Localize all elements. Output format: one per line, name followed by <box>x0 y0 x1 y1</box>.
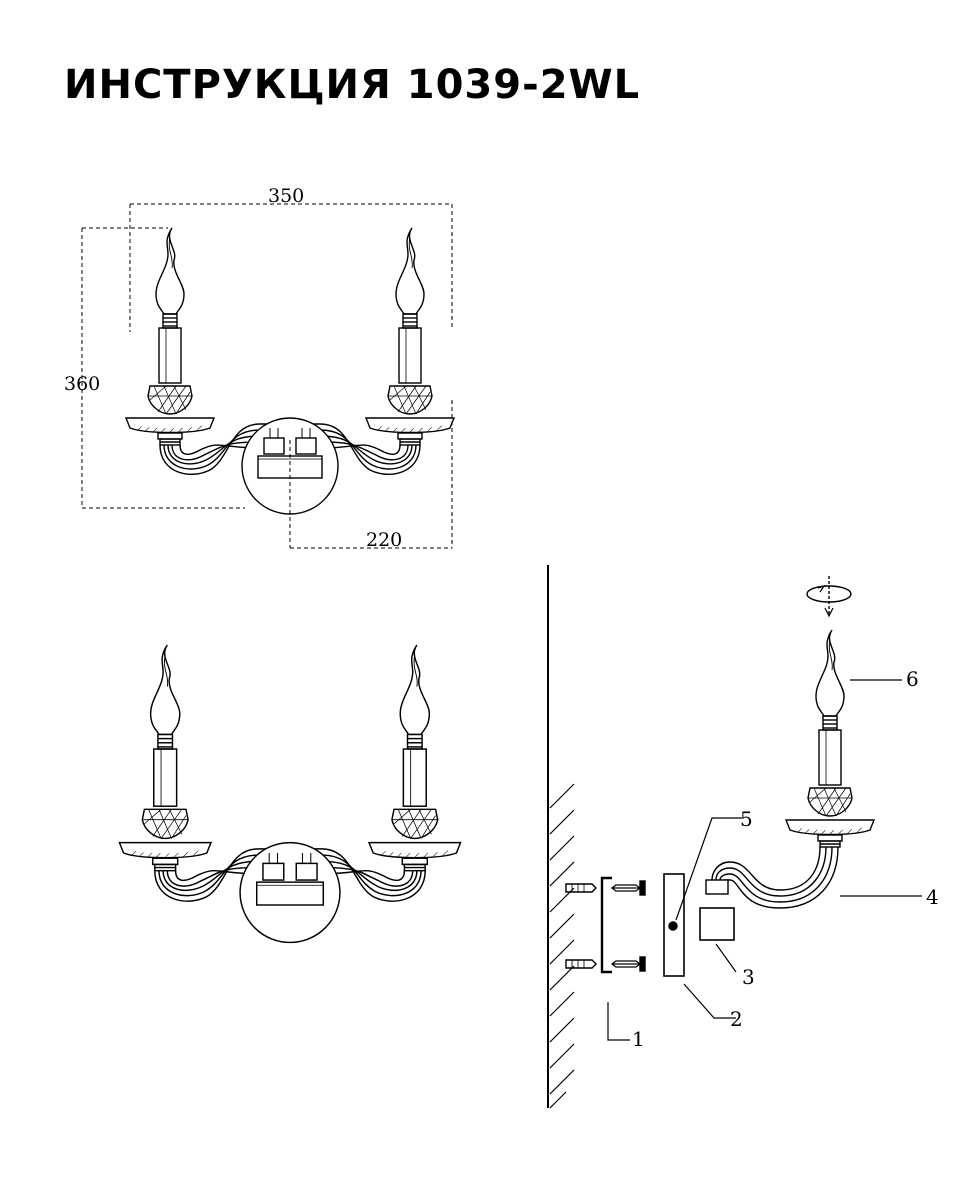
callout-6: 6 <box>906 667 919 691</box>
wall-hatch <box>549 783 575 1109</box>
cover-box <box>699 907 735 941</box>
page-title: ИНСТРУКЦИЯ 1039-2WL <box>64 62 641 108</box>
callout-1: 1 <box>632 1027 645 1051</box>
assembled-front-view <box>119 645 460 942</box>
dimensioned-front-view: 350 360 220 <box>64 185 454 551</box>
callout-2: 2 <box>730 1007 743 1031</box>
callout-leaders <box>607 679 922 1041</box>
mounting-plate <box>663 873 685 977</box>
depth-label: 220 <box>366 529 402 551</box>
screws <box>611 880 646 972</box>
lamp-arm <box>705 630 874 909</box>
wall-dowels <box>565 883 597 969</box>
rotate-arrow-icon <box>806 576 852 618</box>
callout-3: 3 <box>742 965 755 989</box>
bracket-icon <box>600 876 612 974</box>
callout-4: 4 <box>926 885 939 909</box>
width-dimension-lines <box>81 203 453 549</box>
callout-5: 5 <box>740 807 753 831</box>
plate-screw <box>668 921 678 931</box>
exploded-installation-view: 6 5 4 3 2 1 <box>547 565 939 1109</box>
height-label: 360 <box>64 373 100 395</box>
width-label: 350 <box>268 185 304 207</box>
